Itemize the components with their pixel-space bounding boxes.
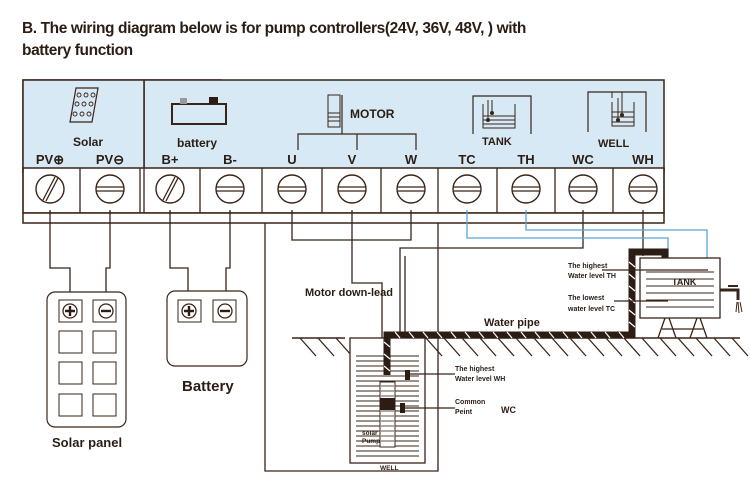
terminal-label: B- bbox=[223, 152, 237, 167]
wire-outer-loop bbox=[264, 223, 439, 472]
tank-high-label-1: The highest bbox=[568, 263, 608, 270]
wire-battery-negative bbox=[225, 210, 231, 310]
section-label-solar: Solar bbox=[73, 135, 103, 149]
panel-solar bbox=[22, 79, 145, 173]
wire-th bbox=[525, 210, 708, 271]
terminal-label: U bbox=[287, 152, 296, 167]
well-high-label-1: The highest bbox=[455, 366, 495, 373]
tank-low-label-1: The lowest bbox=[568, 295, 605, 302]
terminal-base bbox=[22, 212, 665, 224]
page-title: B. The wiring diagram below is for pump … bbox=[22, 18, 526, 62]
battery-negative-terminal-icon bbox=[217, 303, 233, 319]
terminal-screw-icon[interactable] bbox=[511, 174, 541, 204]
panel-main bbox=[143, 79, 665, 173]
solar-panel-label: Solar panel bbox=[52, 435, 122, 450]
section-label-well: WELL bbox=[598, 138, 629, 150]
title-line-2: battery function bbox=[22, 42, 133, 59]
terminal-screw-icon[interactable] bbox=[215, 174, 245, 204]
terminal-label: TC bbox=[458, 152, 476, 167]
tank-high-label-2: Water level TH bbox=[568, 273, 616, 280]
motor-down-lead-label: Motor down-lead bbox=[305, 287, 393, 299]
section-label-battery: battery bbox=[177, 136, 217, 150]
solar-panel-icon bbox=[69, 87, 99, 123]
ground-hatch bbox=[299, 337, 749, 357]
terminal-label: V bbox=[348, 152, 357, 167]
wire-wc bbox=[399, 210, 584, 418]
tank-label: TANK bbox=[672, 277, 697, 287]
terminal-label: PV⊕ bbox=[36, 152, 64, 167]
wire-battery-positive bbox=[169, 210, 189, 310]
water-pipe bbox=[383, 248, 669, 375]
motor-bracket bbox=[297, 129, 417, 150]
terminal-screw-icon[interactable] bbox=[155, 174, 185, 204]
pump-label-2: Pump bbox=[362, 438, 380, 445]
tank-icon bbox=[472, 95, 532, 134]
terminal-screw-icon[interactable] bbox=[337, 174, 367, 204]
section-label-tank: TANK bbox=[482, 136, 512, 148]
pump-label-1: solar bbox=[362, 430, 378, 437]
controller bbox=[22, 79, 665, 224]
wire-pv-positive bbox=[49, 210, 71, 310]
terminal-label: WH bbox=[632, 152, 654, 167]
solar-panel bbox=[46, 291, 127, 428]
terminal-label: PV⊖ bbox=[96, 152, 124, 167]
wc-probe bbox=[400, 403, 405, 413]
tank bbox=[602, 257, 743, 339]
tank-stand bbox=[657, 317, 708, 339]
terminal-screw-icon[interactable] bbox=[95, 174, 125, 204]
wire-pv-negative bbox=[105, 210, 111, 310]
water-pipe-label: Water pipe bbox=[484, 317, 540, 329]
motor-icon bbox=[327, 94, 343, 129]
terminal-screw-icon[interactable] bbox=[628, 174, 658, 204]
terminal-label: WC bbox=[572, 152, 594, 167]
wh-probe bbox=[405, 370, 410, 380]
well-label: WELL bbox=[380, 465, 398, 472]
faucet-icon bbox=[720, 285, 743, 314]
section-label-motor: MOTOR bbox=[350, 107, 395, 121]
solar-positive-terminal-icon bbox=[62, 303, 78, 319]
terminal-label: W bbox=[405, 152, 418, 167]
battery bbox=[166, 290, 248, 367]
well-icon bbox=[587, 91, 647, 132]
terminal-screw-icon[interactable] bbox=[396, 174, 426, 204]
battery-label: Battery bbox=[182, 378, 234, 395]
solar-negative-terminal-icon bbox=[98, 303, 114, 319]
well-common-label-2: Peint bbox=[455, 409, 473, 416]
terminal-screw-icon[interactable] bbox=[452, 174, 482, 204]
terminal-label: B+ bbox=[162, 152, 179, 167]
well-high-label-2: Water level WH bbox=[455, 376, 505, 383]
terminal-screw-icon[interactable] bbox=[277, 174, 307, 204]
title-line-1: B. The wiring diagram below is for pump … bbox=[22, 20, 526, 37]
well-common-code: WC bbox=[501, 405, 516, 415]
battery-icon bbox=[171, 97, 227, 125]
tank-low-label-2: water level TC bbox=[567, 306, 615, 313]
terminal-label: TH bbox=[517, 152, 534, 167]
well-common-label-1: Common bbox=[455, 399, 485, 406]
solar-pump bbox=[379, 381, 396, 448]
battery-positive-terminal-icon bbox=[181, 303, 197, 319]
terminal-screw-icon[interactable] bbox=[35, 174, 65, 204]
terminal-screw-icon[interactable] bbox=[568, 174, 598, 204]
